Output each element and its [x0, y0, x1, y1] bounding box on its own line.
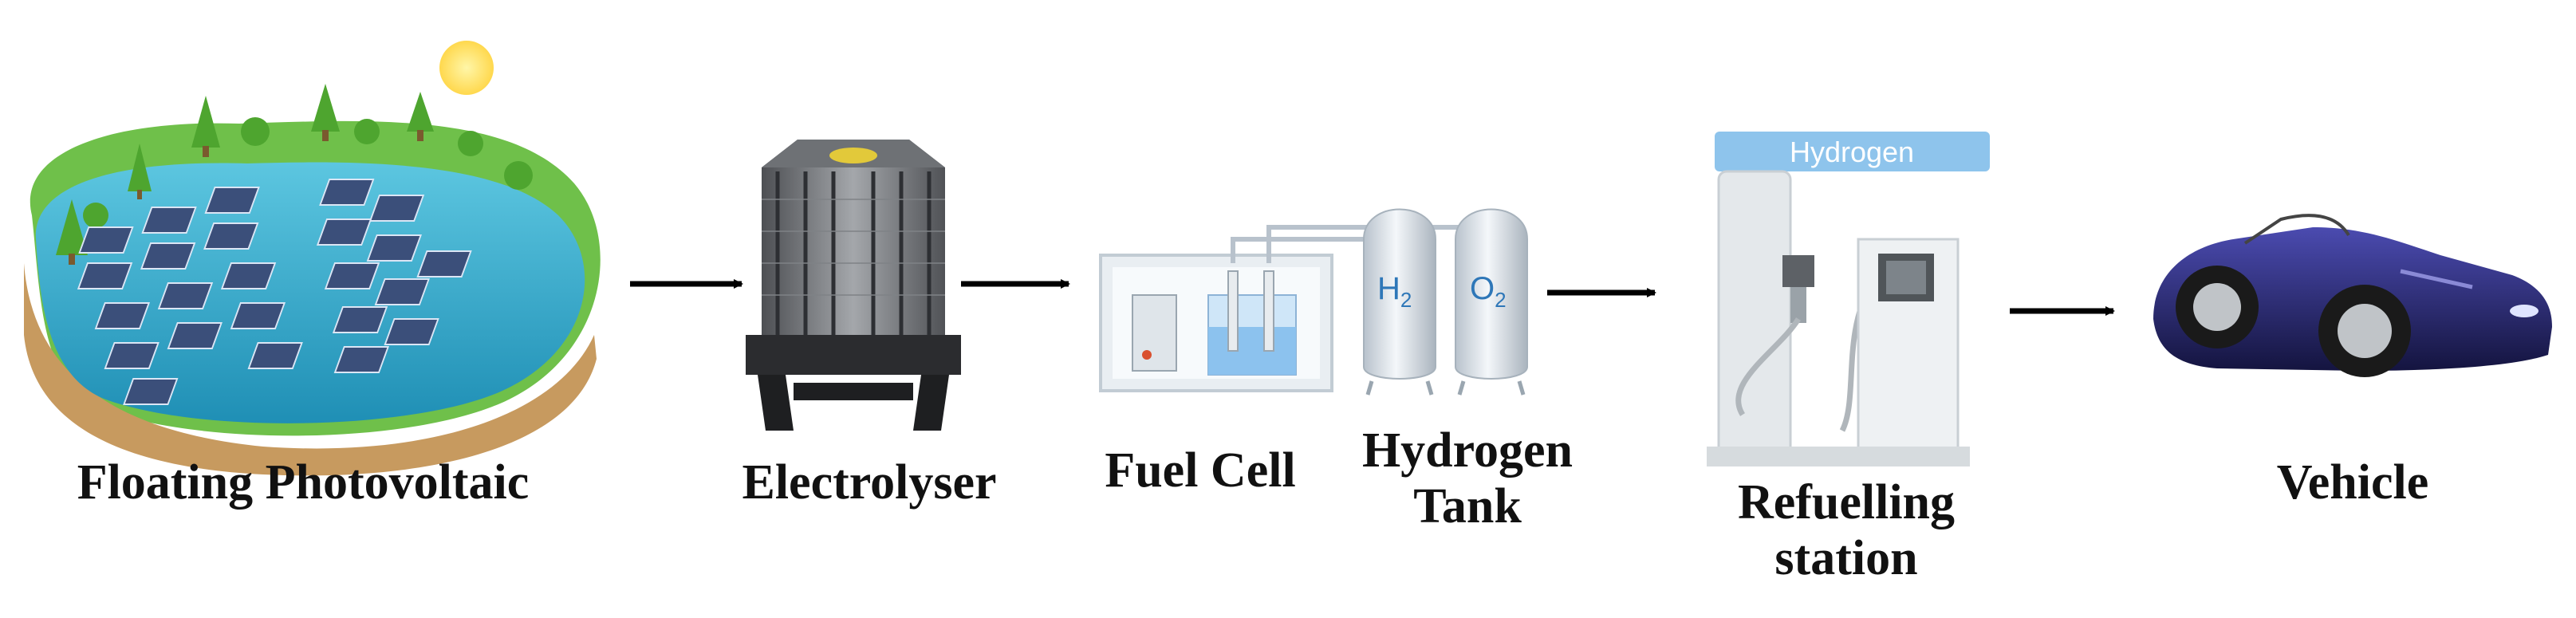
hydrogen-tank-label-line2: Tank: [1413, 479, 1522, 533]
vehicle-illustration: [2153, 214, 2552, 377]
fuel-cell-illustration: [1099, 225, 1475, 392]
stage-label-floating-photovoltaic: Floating Photovoltaic: [77, 455, 530, 510]
floating-photovoltaic-illustration: [24, 41, 601, 476]
o2-tank-label: O2: [1470, 271, 1507, 312]
refuelling-station-illustration: Hydrogen: [1707, 132, 1990, 466]
electrolyser-illustration: [746, 140, 961, 431]
sun-icon: [439, 41, 494, 95]
stage-label-fuel-cell: Fuel Cell: [1105, 443, 1296, 498]
h2-tank-label: H2: [1377, 271, 1412, 312]
refuelling-label-line2: station: [1774, 531, 1918, 585]
refuelling-label-line1: Refuelling: [1737, 475, 1956, 529]
stage-label-electrolyser: Electrolyser: [742, 455, 997, 510]
station-sign: [1715, 132, 1990, 171]
lake-water: [35, 162, 585, 423]
stage-label-vehicle: Vehicle: [2276, 455, 2429, 510]
hydrogen-tank-illustration: H2 O2: [1363, 208, 1528, 396]
stage-label-hydrogen-tank: Hydrogen Tank: [1348, 423, 1587, 534]
solar-panel-array: [77, 179, 472, 405]
station-sign-text: Hydrogen: [1790, 136, 1914, 168]
tree-icon: [56, 84, 533, 265]
stage-label-refuelling-station: Refuelling station: [1715, 474, 1978, 586]
hydrogen-tank-label-line1: Hydrogen: [1361, 423, 1574, 478]
